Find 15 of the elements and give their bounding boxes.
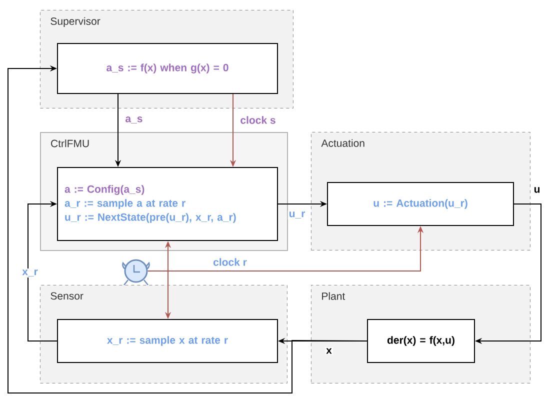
- edge-label: u_r: [288, 210, 306, 220]
- alarm-clock-icon: [122, 259, 150, 286]
- process-box: a := Config(a_s) a_r := sample a at rate r u_r := NextState(pre(u_r), x_r, a_r): [57, 167, 278, 241]
- edge-label: clock s: [239, 115, 277, 125]
- process-box: der(x) = f(x,u): [367, 319, 475, 363]
- arrow: [8, 65, 368, 394]
- edge-label: u: [532, 186, 542, 194]
- edge-label: clock r: [212, 257, 248, 267]
- edge-label: a_s: [124, 116, 144, 124]
- process-box: u := Actuation(u_r): [327, 182, 514, 226]
- edge-label: x_r: [21, 268, 39, 278]
- process-box: x_r := sample x at rate r: [57, 319, 278, 363]
- process-box: a_s := f(x) when g(x) = 0: [57, 43, 278, 94]
- arrow: [28, 200, 58, 342]
- edge-label: x: [325, 347, 333, 355]
